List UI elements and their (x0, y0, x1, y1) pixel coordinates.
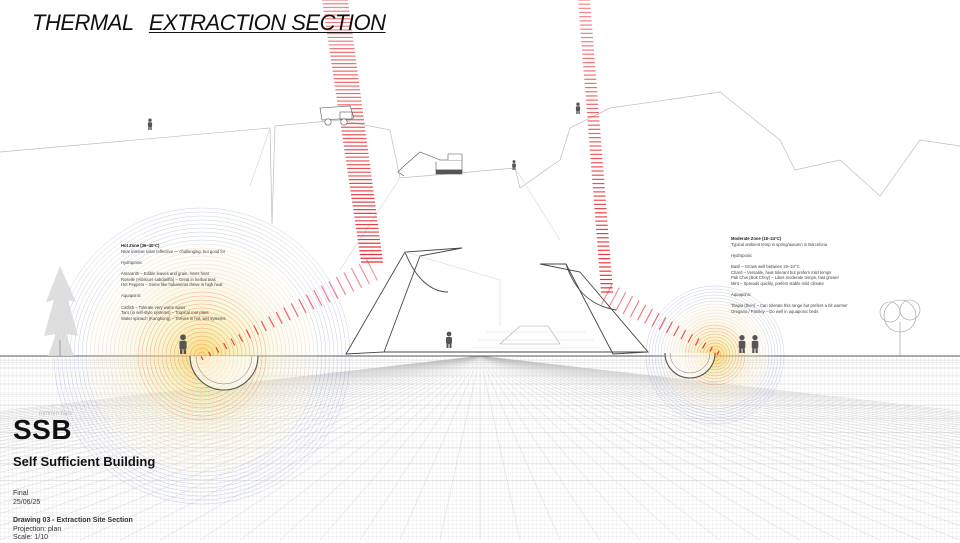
person-icon (751, 334, 759, 353)
person-icon (575, 102, 581, 114)
meta-drawing-title: Drawing 03 - Extraction Site Section (13, 517, 133, 524)
quarry-building (345, 247, 649, 355)
moderate-zone-line: Pak Choi (Bok Choy) – Likes moderate tem… (731, 275, 839, 281)
thermal-beam-left (322, 0, 383, 263)
brand-watermark: mmmm bars (39, 411, 73, 417)
tree-icon (44, 266, 78, 356)
hot-zone-line: Roselle (Hibiscus sabdariffa) – Great in… (121, 276, 216, 282)
person-icon (147, 118, 153, 130)
title-part1: THERMAL (32, 10, 134, 35)
moderate-zone-line: Tilapia (then) – Can tolerate this range… (731, 303, 848, 309)
moderate-zone-lines: Typical ambient temp in spring/autumn in… (731, 242, 848, 315)
meta-scale: Scale: 1/10 (13, 534, 49, 541)
person-icon (512, 160, 516, 170)
brand-block: mmmm bars SSB Self Sufficient Building (13, 411, 156, 469)
meta-status: Final (13, 490, 29, 497)
hot-zone-line: Water spinach (Kangkong) – Thrives in ho… (121, 315, 226, 321)
hot-zone-line: Hot Peppers – Some like habaneros thrive… (121, 282, 223, 288)
thermal-beam-right (578, 0, 613, 293)
person-icon (179, 334, 187, 354)
moderate-zone-line: Basil – Grows well between 20–24°C (731, 263, 800, 269)
moderate-zone-line: Chard – Versatile, heat tolerant but pre… (731, 269, 832, 275)
hot-zone-line: Amaranth – Edible leaves and grain, love… (121, 270, 209, 276)
thermal-rays-moderate (600, 283, 720, 356)
moderate-zone-line: Oregano / Parsley – Do well in aquaponic… (731, 308, 819, 314)
moderate-zone-line: Typical ambient temp in spring/autumn in… (731, 241, 828, 247)
moderate-zone-line: Hydroponic (731, 252, 753, 258)
meta-date: 25/06/25 (13, 498, 41, 506)
mining-truck-icon (319, 105, 355, 126)
person-icon (738, 334, 746, 353)
hot-zone-line: Hydroponic (121, 259, 143, 265)
moderate-chamber (664, 352, 716, 379)
person-icon (446, 331, 452, 348)
moderate-zone-heading: Moderate Zone (18–24°C) (731, 236, 782, 241)
title-part2: EXTRACTION SECTION (148, 10, 386, 35)
hot-chamber (189, 355, 259, 391)
thermal-rays-hot (200, 259, 379, 361)
moderate-zone-note: Moderate Zone (18–24°C) Typical ambient … (731, 236, 848, 314)
tree-icon (879, 299, 921, 356)
hot-zone-line: Near intense solar reflective — challeng… (121, 248, 226, 254)
brand-abbr: SSB (13, 414, 73, 445)
moderate-zone-line: Aquaponic (731, 291, 751, 297)
drawing-meta: Final 25/06/25 Drawing 03 - Extraction S… (13, 490, 133, 543)
hot-zone-note: Hot Zone (36–40°C) Near intense solar re… (121, 243, 226, 321)
brand-full-name: Self Sufficient Building (13, 454, 156, 469)
moderate-zone-line: Mint – Spreads quickly, prefers stable m… (731, 280, 824, 286)
hot-zone-line: Taro (in self-style systems) – Tropical … (121, 310, 209, 316)
hot-zone-line: Catfish – Tolerate very warm water (121, 304, 186, 310)
hot-zone-lines: Near intense solar reflective — challeng… (121, 249, 226, 322)
meta-projection: Projection: plan (13, 525, 62, 533)
excavator-icon (397, 151, 463, 177)
page-title: THERMAL EXTRACTION SECTION (32, 10, 386, 36)
terrain-outline (0, 91, 960, 225)
hot-zone-line: Aquaponic (121, 293, 141, 299)
hot-zone-heading: Hot Zone (36–40°C) (121, 243, 160, 248)
